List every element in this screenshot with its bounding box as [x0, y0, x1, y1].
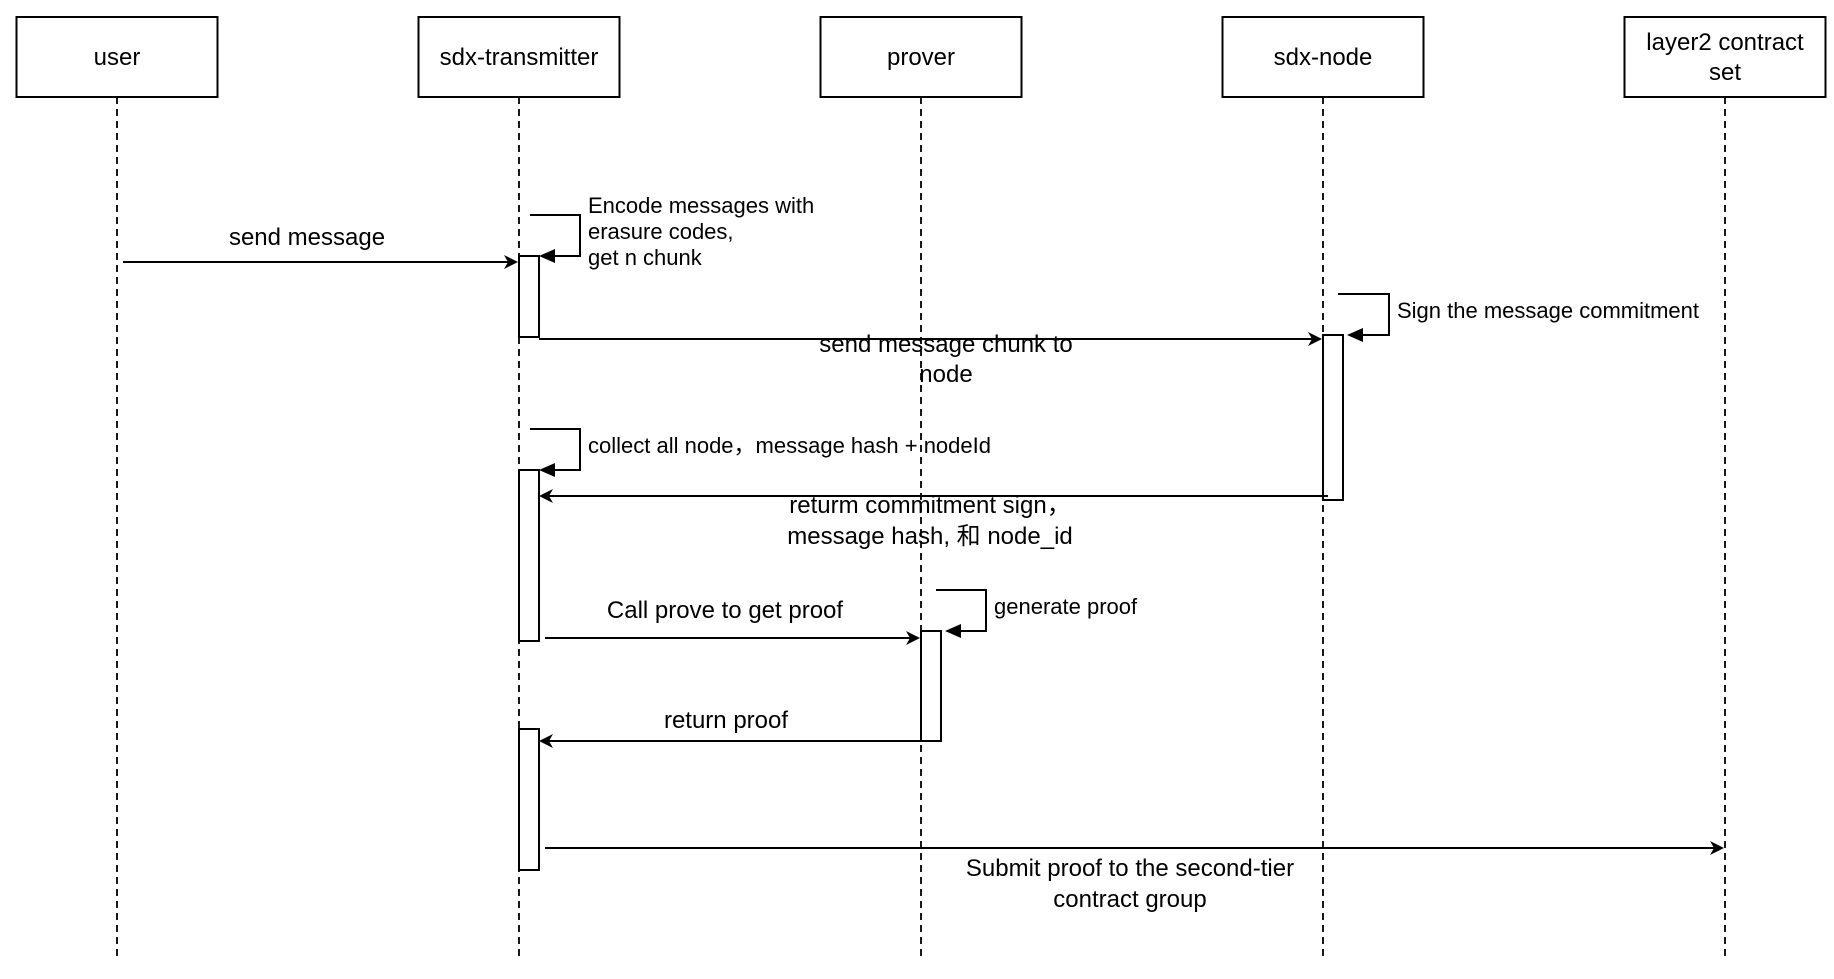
participant-label-layer2-contract-set: layer2 contract — [1646, 29, 1804, 56]
message-label-send-message-chunk: send message chunk to — [819, 331, 1073, 358]
participant-label-prover: prover — [887, 44, 955, 71]
self-call-arrow-generate — [936, 589, 987, 638]
participant-box-sdx-transmitter — [417, 16, 621, 98]
activation-bar-prover — [920, 630, 942, 742]
self-call-arrow-encode — [530, 214, 581, 263]
self-call-label-generate: generate proof — [994, 594, 1138, 619]
participant-box-sdx-node — [1221, 16, 1425, 98]
message-label-send-message-chunk: node — [919, 361, 972, 388]
participant-label-sdx-node: sdx-node — [1274, 44, 1373, 71]
message-label-return-commitment: returm commitment sign， — [789, 492, 1070, 519]
self-call-label-encode: erasure codes, — [588, 219, 734, 244]
activation-bar-sdx-transmitter — [518, 728, 540, 871]
message-label-return-commitment: message hash, 和 node_id — [787, 523, 1073, 550]
participant-label-user: user — [94, 44, 141, 71]
self-call-label-collect: collect all node，message hash + nodeId — [588, 433, 991, 458]
self-call-arrow-sign — [1338, 293, 1390, 342]
self-call-label-encode: Encode messages with — [588, 193, 814, 218]
message-label-return-proof: return proof — [664, 707, 788, 734]
self-call-arrow-collect — [530, 428, 581, 477]
message-label-send-message: send message — [229, 224, 385, 251]
message-label-submit-proof: Submit proof to the second-tier — [966, 855, 1294, 882]
message-label-call-prove: Call prove to get proof — [607, 597, 843, 624]
activation-bar-sdx-transmitter — [518, 255, 540, 338]
participant-label-layer2-contract-set: set — [1709, 59, 1741, 86]
participant-box-user — [15, 16, 219, 98]
participant-box-prover — [819, 16, 1023, 98]
activation-bar-sdx-transmitter — [518, 469, 540, 642]
participant-box-layer2-contract-set — [1623, 16, 1827, 98]
participant-label-sdx-transmitter: sdx-transmitter — [440, 44, 599, 71]
self-call-label-sign: Sign the message commitment — [1397, 298, 1699, 323]
self-call-label-encode: get n chunk — [588, 245, 703, 270]
message-label-submit-proof: contract group — [1053, 886, 1206, 913]
activation-bar-sdx-node — [1322, 334, 1344, 501]
